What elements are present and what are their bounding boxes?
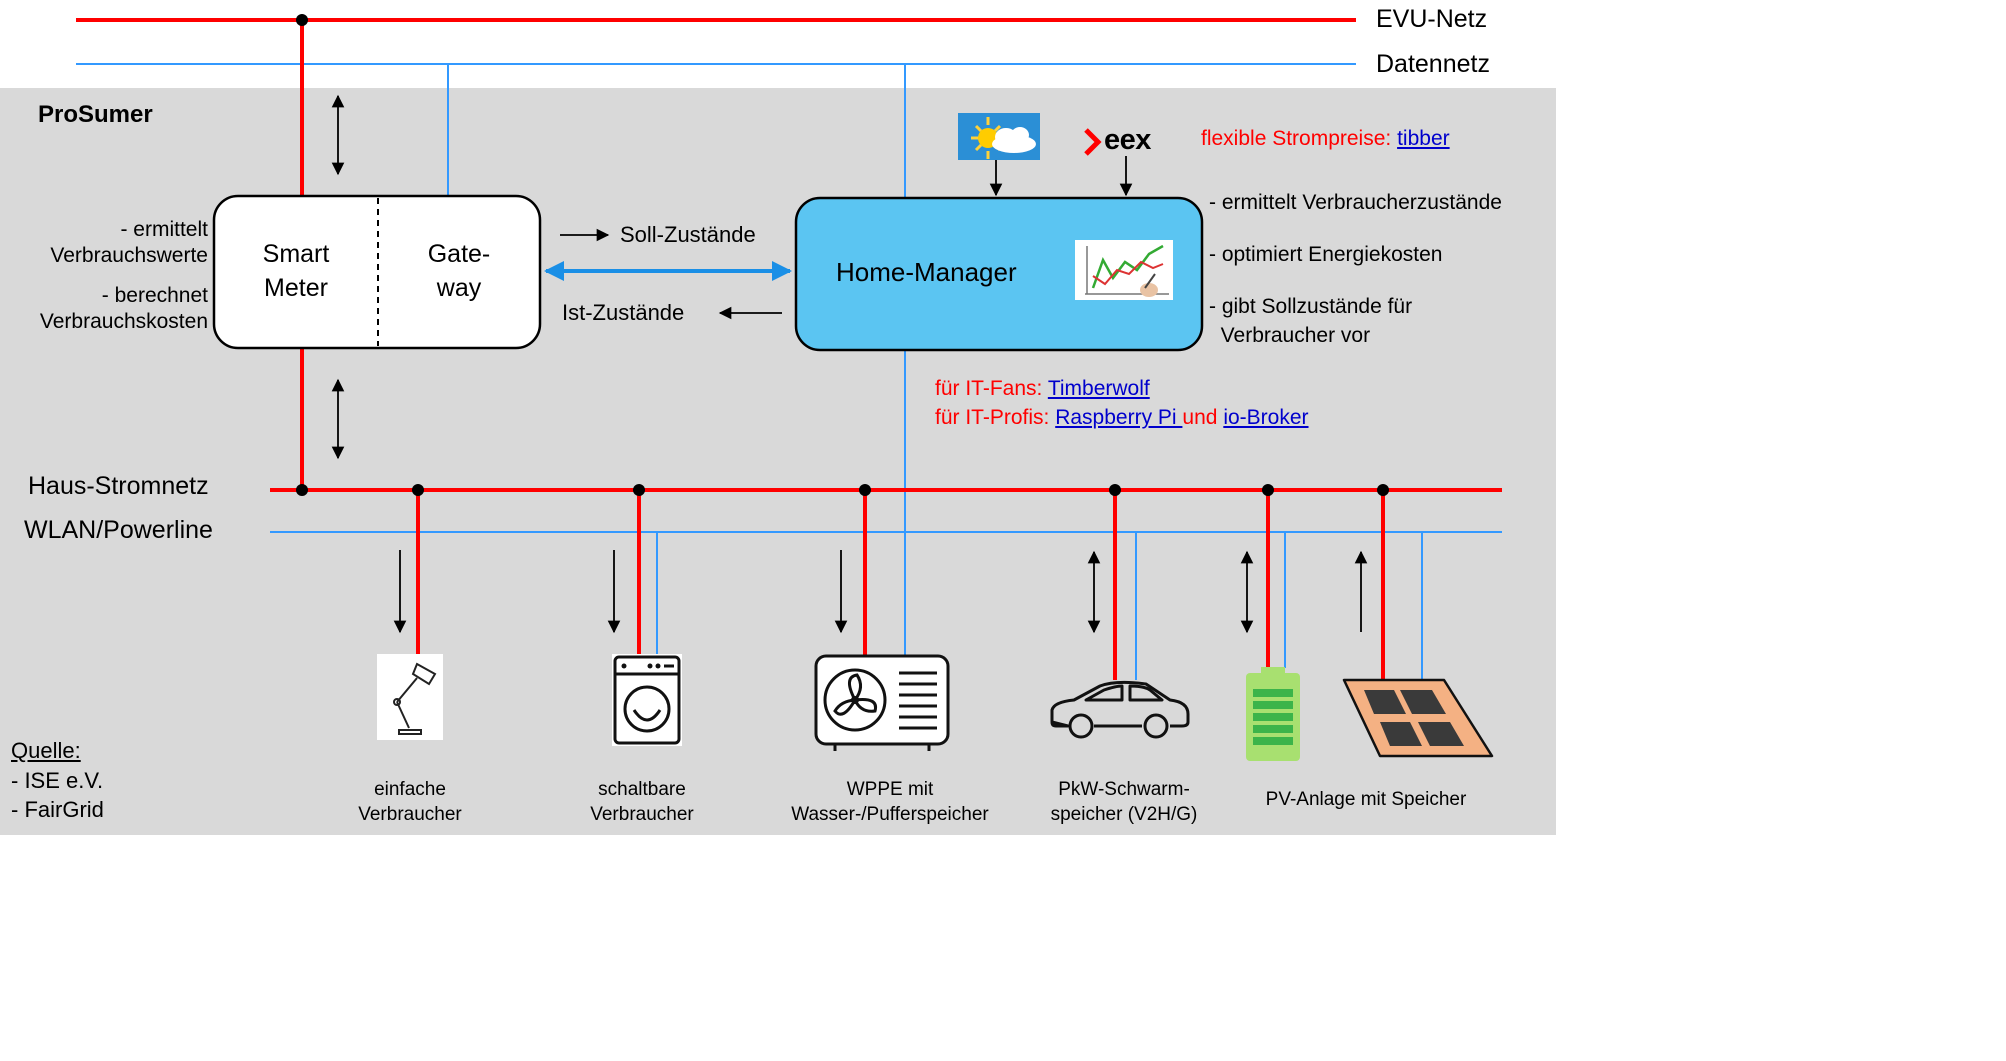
home-manager-note-1: - ermittelt Verbraucherzustände — [1209, 191, 1502, 214]
it-profis-hint: für IT-Profis: Raspberry Pi und io-Broke… — [935, 407, 1309, 428]
desk-lamp-icon — [377, 654, 443, 740]
heat-pump-icon — [813, 653, 951, 753]
gateway-label: Gate- way — [427, 240, 491, 302]
home-manager-note-2: - optimiert Energiekosten — [1209, 243, 1443, 266]
und-text: und — [1182, 406, 1218, 429]
source-item-ise: - ISE e.V. — [11, 768, 104, 793]
device-label-pv: PV-Anlage mit Speicher — [1265, 789, 1467, 810]
tibber-link[interactable]: tibber — [1397, 127, 1450, 150]
device-label-wppe: WPPE mit Wasser-/Pufferspeicher — [791, 779, 989, 825]
home-manager-label: Home-Manager — [836, 257, 1017, 287]
diagram-lines — [76, 14, 1502, 690]
home-manager-note-3: - gibt Sollzustände für Verbraucher vor — [1209, 295, 1413, 348]
ist-zustaende-label: Ist-Zustände — [562, 300, 685, 325]
smart-meter-note-1: - ermittelt Verbrauchswerte — [50, 218, 208, 267]
solar-panel-icon — [1340, 676, 1500, 760]
eex-logo-text: eex — [1104, 124, 1151, 156]
flexible-prices-text: flexible Strompreise: — [1201, 127, 1392, 150]
haus-stromnetz-label: Haus-Stromnetz — [28, 472, 209, 500]
io-broker-link[interactable]: io-Broker — [1223, 406, 1309, 429]
prosumer-title: ProSumer — [38, 101, 153, 128]
smart-meter-label: Smart Meter — [262, 240, 330, 302]
wlan-powerline-label: WLAN/Powerline — [24, 516, 213, 544]
smart-meter-box — [212, 194, 542, 350]
it-profis-text: für IT-Profis: — [935, 406, 1050, 429]
source-item-fairgrid: - FairGrid — [11, 797, 104, 822]
washing-machine-icon — [612, 654, 682, 746]
energy-diagram: eex EVU-Netz Datennetz Haus-Stromnetz WL… — [0, 5, 1556, 835]
it-fans-text: für IT-Fans: — [935, 377, 1043, 400]
device-label-einfache: einfache Verbraucher — [358, 779, 462, 825]
car-icon — [1046, 678, 1194, 742]
source-heading: Quelle: — [11, 738, 81, 763]
timberwolf-link[interactable]: Timberwolf — [1047, 377, 1150, 400]
weather-icon — [958, 113, 1040, 160]
chart-icon — [1075, 240, 1173, 300]
battery-icon — [1243, 665, 1303, 765]
eex-logo: eex — [1082, 124, 1170, 156]
flexible-prices: flexible Strompreise: tibber — [1201, 128, 1450, 149]
device-label-schaltbare: schaltbare Verbraucher — [590, 779, 694, 825]
datennetz-label: Datennetz — [1376, 50, 1490, 78]
home-manager-box — [794, 196, 1204, 352]
junction-node — [296, 14, 308, 26]
smart-meter-note-2: - berechnet Verbrauchskosten — [39, 284, 208, 333]
device-label-pkw: PkW-Schwarm- speicher (V2H/G) — [1050, 779, 1198, 825]
it-fans-hint: für IT-Fans: Timberwolf — [935, 378, 1150, 399]
evu-netz-label: EVU-Netz — [1376, 5, 1488, 33]
soll-zustaende-label: Soll-Zustände — [620, 222, 756, 247]
raspberry-pi-link[interactable]: Raspberry Pi — [1055, 406, 1183, 429]
